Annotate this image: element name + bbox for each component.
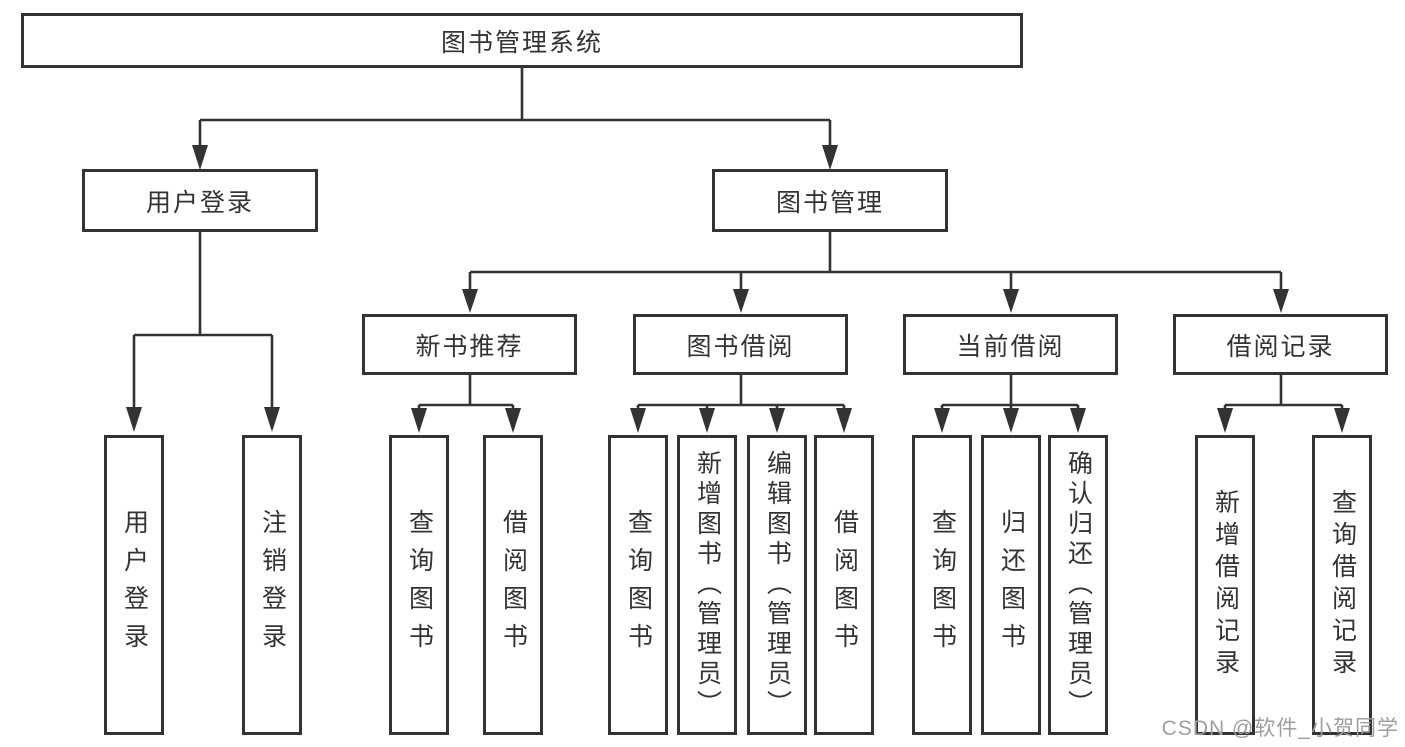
leaf-query-books-borrow-label: 查询图书 <box>624 509 653 661</box>
node-library-management-system: 图书管理系统 <box>21 13 1023 68</box>
node-current-borrowing-label: 当前借阅 <box>956 332 1065 361</box>
leaf-return-books-label: 归还图书 <box>997 509 1026 661</box>
leaf-borrow-books-recommend-label: 借阅图书 <box>499 509 528 661</box>
leaf-user-login: 用户登录 <box>104 435 164 735</box>
leaf-borrow-books-recommend: 借阅图书 <box>483 435 543 735</box>
leaf-add-borrow-record: 新增借阅记录 <box>1195 435 1255 735</box>
leaf-query-books-current: 查询图书 <box>912 435 972 735</box>
leaf-add-borrow-record-label: 新增借阅记录 <box>1211 489 1240 681</box>
node-new-book-recommendation-label: 新书推荐 <box>415 332 524 361</box>
leaf-return-books: 归还图书 <box>981 435 1041 735</box>
node-new-book-recommendation: 新书推荐 <box>362 314 577 375</box>
leaf-query-books-borrow: 查询图书 <box>608 435 668 735</box>
node-book-management-label: 图书管理 <box>775 188 884 217</box>
node-book-borrowing: 图书借阅 <box>633 314 848 375</box>
leaf-confirm-return-admin: 确认归还（管理员） <box>1048 435 1108 735</box>
leaf-edit-books-admin-label: 编辑图书（管理员） <box>763 450 792 720</box>
leaf-logout: 注销登录 <box>242 435 302 735</box>
leaf-query-books-recommend-label: 查询图书 <box>405 509 434 661</box>
leaf-add-books-admin-label: 新增图书（管理员） <box>693 450 722 720</box>
node-current-borrowing: 当前借阅 <box>903 314 1118 375</box>
node-book-management: 图书管理 <box>712 169 948 232</box>
leaf-logout-label: 注销登录 <box>258 509 287 661</box>
node-borrowing-records-label: 借阅记录 <box>1226 332 1335 361</box>
leaf-edit-books-admin: 编辑图书（管理员） <box>747 435 807 735</box>
leaf-query-borrow-record-label: 查询借阅记录 <box>1328 489 1357 681</box>
node-user-login: 用户登录 <box>82 169 318 232</box>
csdn-watermark: CSDN @软件_小贺同学 <box>1161 717 1399 740</box>
leaf-user-login-label: 用户登录 <box>120 509 149 661</box>
node-library-management-system-label: 图书管理系统 <box>440 28 603 57</box>
leaf-borrow-books: 借阅图书 <box>814 435 874 735</box>
node-book-borrowing-label: 图书借阅 <box>686 332 795 361</box>
node-user-login-label: 用户登录 <box>145 188 254 217</box>
leaf-confirm-return-admin-label: 确认归还（管理员） <box>1064 450 1093 720</box>
leaf-query-borrow-record: 查询借阅记录 <box>1312 435 1372 735</box>
leaf-add-books-admin: 新增图书（管理员） <box>677 435 737 735</box>
node-borrowing-records: 借阅记录 <box>1173 314 1388 375</box>
leaf-query-books-recommend: 查询图书 <box>389 435 449 735</box>
leaf-borrow-books-label: 借阅图书 <box>830 509 859 661</box>
leaf-query-books-current-label: 查询图书 <box>928 509 957 661</box>
